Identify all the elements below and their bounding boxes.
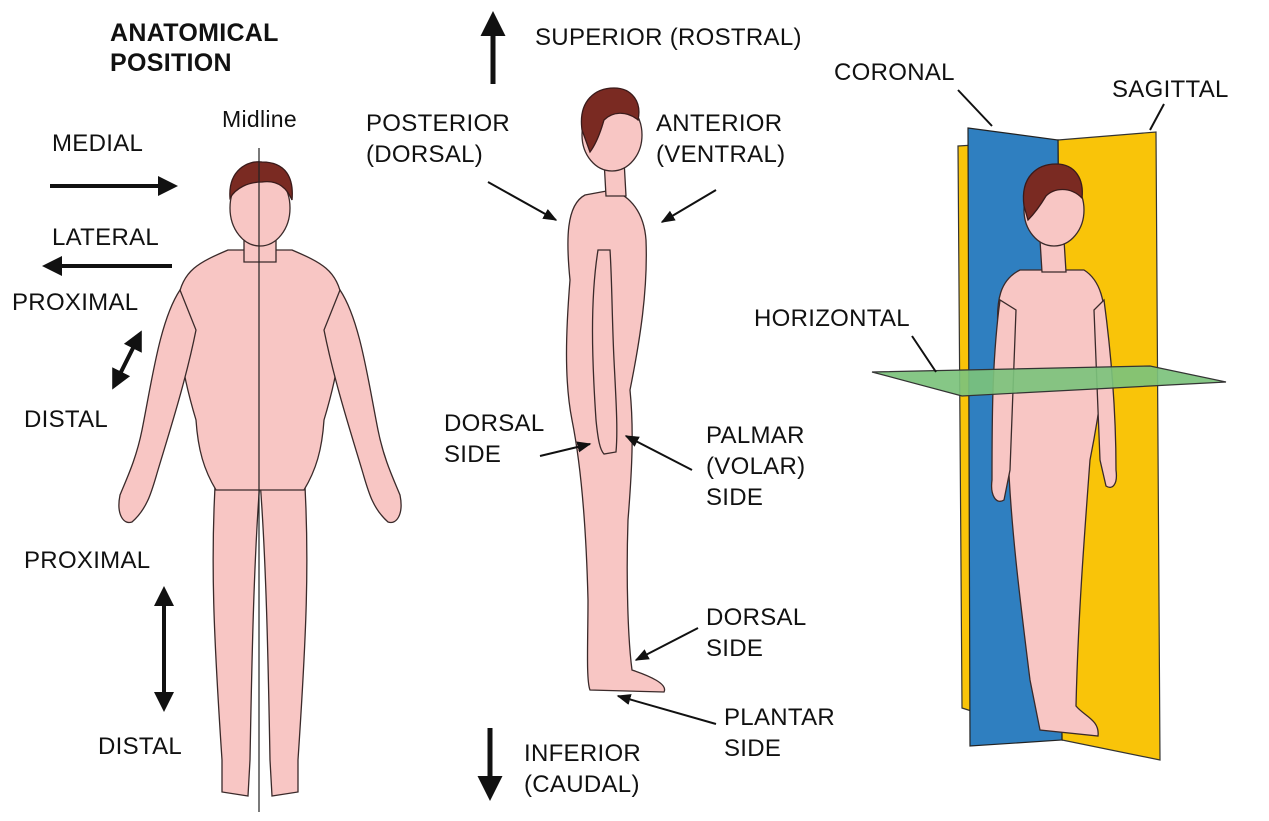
horizontal-plane: [872, 366, 1226, 396]
posterior-pointer: [488, 182, 556, 220]
palmar-line-1: PALMAR: [706, 420, 805, 451]
plantar-line-1: PLANTAR: [724, 702, 835, 733]
plantar-pointer: [618, 696, 716, 724]
page-title: ANATOMICAL POSITION: [110, 18, 279, 78]
superior-label: SUPERIOR (ROSTRAL): [535, 22, 802, 53]
dorsal-foot-pointer: [636, 628, 698, 660]
dorsal-hand-line-2: SIDE: [444, 439, 545, 470]
lateral-label: LATERAL: [52, 222, 159, 253]
palmar-label: PALMAR (VOLAR) SIDE: [706, 420, 805, 513]
upper-proximal-label: PROXIMAL: [12, 287, 138, 318]
palmar-line-3: SIDE: [706, 482, 805, 513]
planes-figure: [872, 128, 1226, 760]
horizontal-pointer: [912, 336, 936, 372]
dorsal-hand-label: DORSAL SIDE: [444, 408, 545, 470]
palmar-pointer: [626, 436, 692, 470]
palmar-line-2: (VOLAR): [706, 451, 805, 482]
side-figure: [567, 88, 665, 692]
plantar-line-2: SIDE: [724, 733, 835, 764]
lower-distal-label: DISTAL: [98, 731, 182, 762]
dorsal-hand-line-1: DORSAL: [444, 408, 545, 439]
coronal-label: CORONAL: [834, 57, 955, 88]
dorsal-foot-line-1: DORSAL: [706, 602, 807, 633]
proximal-distal-arm-arrow: [114, 334, 140, 386]
coronal-pointer: [958, 90, 992, 126]
midline-label: Midline: [222, 104, 297, 135]
posterior-line-2: (DORSAL): [366, 139, 510, 170]
upper-distal-label: DISTAL: [24, 404, 108, 435]
front-figure: [119, 148, 401, 812]
sagittal-label: SAGITTAL: [1112, 74, 1229, 105]
plantar-label: PLANTAR SIDE: [724, 702, 835, 764]
inferior-line-1: INFERIOR: [524, 738, 641, 769]
sagittal-pointer: [1150, 104, 1164, 130]
horizontal-label: HORIZONTAL: [754, 303, 910, 334]
posterior-label: POSTERIOR (DORSAL): [366, 108, 510, 170]
inferior-line-2: (CAUDAL): [524, 769, 641, 800]
lower-proximal-label: PROXIMAL: [24, 545, 150, 576]
dorsal-foot-line-2: SIDE: [706, 633, 807, 664]
inferior-label: INFERIOR (CAUDAL): [524, 738, 641, 800]
anterior-line-1: ANTERIOR: [656, 108, 785, 139]
title-line-1: ANATOMICAL: [110, 18, 279, 48]
dorsal-foot-label: DORSAL SIDE: [706, 602, 807, 664]
title-line-2: POSITION: [110, 48, 279, 78]
anterior-line-2: (VENTRAL): [656, 139, 785, 170]
anterior-label: ANTERIOR (VENTRAL): [656, 108, 785, 170]
medial-label: MEDIAL: [52, 128, 143, 159]
anterior-pointer: [662, 190, 716, 222]
posterior-line-1: POSTERIOR: [366, 108, 510, 139]
